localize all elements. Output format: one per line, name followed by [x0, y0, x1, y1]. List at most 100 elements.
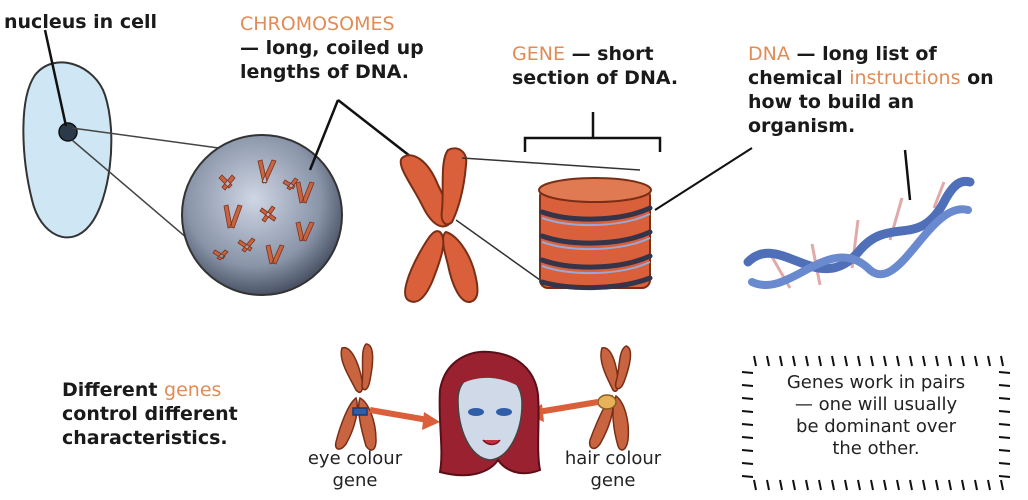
eye-label-2: gene: [295, 470, 415, 492]
gene-term: GENE: [512, 43, 565, 65]
note-border-tick: [897, 356, 899, 366]
note-border-tick: [999, 398, 1010, 399]
note-border-tick: [999, 372, 1010, 373]
chromosome-pointer-1: [310, 100, 338, 170]
eye-chromosome: [336, 344, 376, 450]
note-border-tick: [742, 463, 753, 464]
eye-gene-arrow: [370, 410, 440, 430]
nucleus-dot: [59, 123, 77, 141]
gene-desc-1: — short: [565, 43, 654, 65]
note-border-tick: [742, 437, 753, 438]
hair-colour-gene-label: hair colour gene: [548, 448, 678, 492]
large-chromosome: [401, 148, 478, 302]
different-1a: Different: [62, 379, 164, 401]
dna-helix: [748, 181, 970, 288]
note-border-tick: [923, 480, 925, 490]
chromosomes-desc-2: lengths of DNA.: [240, 60, 424, 84]
note-border-tick: [858, 480, 860, 490]
note-border-tick: [884, 480, 886, 490]
gene-label: GENE — short section of DNA.: [512, 42, 678, 90]
dna-term: DNA: [748, 43, 790, 65]
note-border-tick: [832, 480, 834, 490]
note-border-tick: [975, 480, 977, 490]
hair-chromosome: [590, 346, 631, 450]
different-1b: genes: [164, 379, 221, 401]
note-border-tick: [871, 480, 873, 490]
note-border-tick: [949, 356, 951, 366]
note-line-4: the other.: [760, 438, 992, 460]
note-border-tick: [767, 480, 769, 490]
note-border-tick: [742, 398, 753, 399]
note-border-tick: [742, 372, 753, 373]
nucleus-label: nucleus in cell: [4, 10, 157, 34]
chromosome-pointer-2: [338, 100, 415, 160]
note-border-tick: [819, 356, 821, 366]
note-border-tick: [793, 480, 795, 490]
note-border-tick: [1001, 480, 1003, 490]
dna-desc-2b: instructions: [849, 67, 960, 89]
cell-drawing: [23, 30, 111, 237]
note-border-tick: [988, 356, 990, 366]
note-border-tick: [923, 356, 925, 366]
note-border-tick: [742, 450, 753, 451]
note-border-tick: [999, 385, 1010, 386]
chromosomes-label: CHROMOSOMES — long, coiled up lengths of…: [240, 12, 424, 84]
note-border-tick: [999, 450, 1010, 451]
note-border-tick: [754, 480, 756, 490]
note-border-tick: [988, 480, 990, 490]
note-border-tick: [884, 356, 886, 366]
note-border-tick: [780, 480, 782, 490]
note-line-1: Genes work in pairs: [760, 372, 992, 394]
note-border-tick: [936, 480, 938, 490]
note-border-tick: [962, 356, 964, 366]
different-2: control different: [62, 402, 238, 426]
dna-pointer-line: [905, 150, 910, 200]
different-genes-label: Different genes control different charac…: [62, 378, 238, 450]
note-border-tick: [793, 356, 795, 366]
gene-desc-2: section of DNA.: [512, 66, 678, 90]
girl-face: [440, 352, 540, 475]
note-line-3: be dominant over: [760, 416, 992, 438]
dna-desc-2a: chemical: [748, 67, 849, 89]
note-border-tick: [806, 356, 808, 366]
note-border-tick: [1001, 356, 1003, 366]
note-border-tick: [910, 480, 912, 490]
dna-desc-2c: on: [960, 67, 993, 89]
note-border-tick: [999, 411, 1010, 412]
note-border-tick: [742, 411, 753, 412]
genes-pairs-note: Genes work in pairs — one will usually b…: [760, 372, 992, 460]
chromosomes-term: CHROMOSOMES: [240, 12, 424, 36]
eye-label-1: eye colour: [295, 448, 415, 470]
dna-desc-3: how to build an organism.: [748, 90, 1028, 138]
note-border-tick: [999, 463, 1010, 464]
note-border-tick: [754, 356, 756, 366]
zoom-line-gene-top: [462, 158, 640, 170]
note-border-tick: [910, 356, 912, 366]
note-border-tick: [819, 480, 821, 490]
chromosomes-desc-1: — long, coiled up: [240, 36, 424, 60]
magnified-nucleus: [182, 135, 342, 295]
note-border-tick: [806, 480, 808, 490]
dna-desc-1: — long list of: [790, 43, 937, 65]
note-border-tick: [845, 480, 847, 490]
gene-to-dna-line: [655, 148, 752, 210]
eye-colour-gene-label: eye colour gene: [295, 448, 415, 492]
note-border-tick: [999, 437, 1010, 438]
hair-label-2: gene: [548, 470, 678, 492]
note-border-tick: [897, 480, 899, 490]
note-border-tick: [999, 424, 1010, 425]
note-border-tick: [975, 356, 977, 366]
different-3: characteristics.: [62, 426, 238, 450]
note-border-tick: [936, 356, 938, 366]
note-line-2: — one will usually: [760, 394, 992, 416]
note-border-tick: [871, 356, 873, 366]
note-border-tick: [742, 385, 753, 386]
gene-bracket: [525, 112, 660, 152]
note-border-tick: [845, 356, 847, 366]
note-border-tick: [962, 480, 964, 490]
note-border-tick: [780, 356, 782, 366]
dna-label: DNA — long list of chemical instructions…: [748, 42, 1028, 138]
gene-coil: [539, 178, 651, 288]
note-border-tick: [742, 424, 753, 425]
note-border-tick: [949, 480, 951, 490]
